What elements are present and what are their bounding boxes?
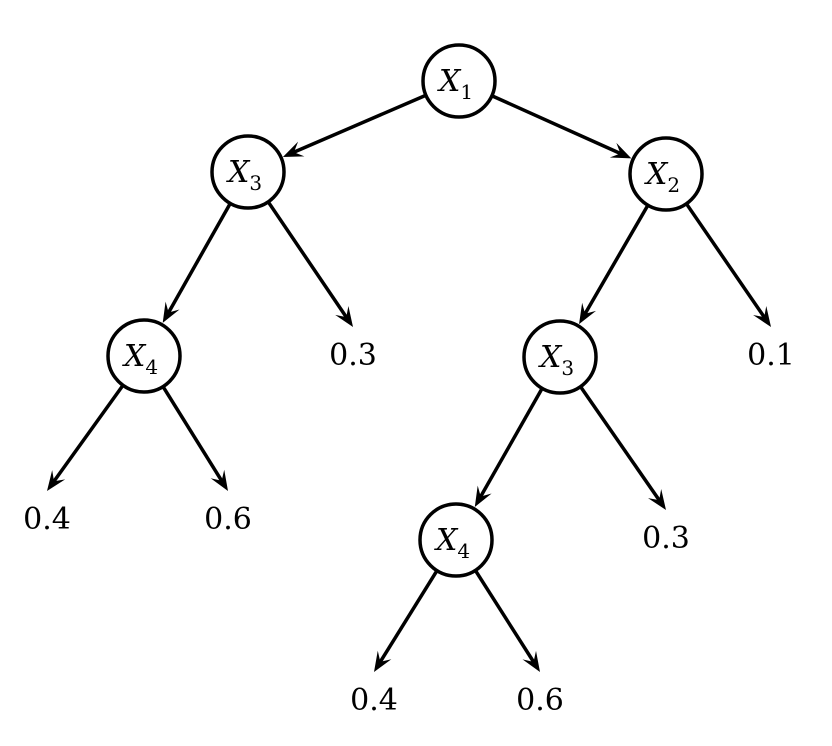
- node-variable: X: [122, 339, 147, 374]
- node-label: X4: [122, 339, 158, 379]
- node-label: X3: [538, 340, 574, 380]
- arrowhead-ll-to-lll: [47, 470, 66, 491]
- node-circle: [106, 318, 182, 394]
- node-circle: [421, 43, 497, 119]
- node-subscript: 3: [561, 356, 574, 380]
- tree-edges: [47, 93, 771, 672]
- tree-node-rll: X4: [418, 502, 494, 578]
- node-subscript: 1: [460, 80, 473, 104]
- node-label: X2: [644, 157, 680, 197]
- node-circle: [522, 319, 598, 395]
- node-circle: [418, 502, 494, 578]
- leaf-value-lr: 0.3: [329, 338, 377, 373]
- node-subscript: 3: [249, 171, 262, 195]
- node-variable: X: [437, 64, 462, 99]
- arrowhead-root-to-l: [282, 141, 305, 157]
- arrowhead-ll-to-llr: [210, 469, 228, 491]
- tree-node-root: X1: [421, 43, 497, 119]
- edge-root-to-l: [289, 93, 427, 156]
- leaf-value-rlll: 0.4: [350, 683, 398, 718]
- node-variable: X: [434, 523, 459, 558]
- edge-r-to-rl: [581, 204, 650, 319]
- arrowhead-rll-to-rlll: [374, 650, 392, 672]
- edge-ll-to-lll: [50, 384, 125, 486]
- node-label: X3: [226, 155, 262, 195]
- edge-rll-to-rllr: [473, 569, 538, 667]
- tree-node-l: X3: [210, 134, 286, 210]
- edge-ll-to-llr: [161, 385, 226, 486]
- tree-leaves: 0.4 0.6 0.3 0.1 0.3 0.4 0.6: [23, 338, 795, 718]
- node-variable: X: [644, 157, 669, 192]
- arrowhead-rl-to-rll: [474, 485, 492, 507]
- edge-r-to-rr: [684, 202, 768, 322]
- arrowhead-r-to-rl: [579, 302, 596, 325]
- tree-node-rl: X3: [522, 319, 598, 395]
- node-circle: [628, 136, 704, 212]
- node-circle: [210, 134, 286, 210]
- leaf-value-rllr: 0.6: [516, 683, 564, 718]
- edge-root-to-r: [491, 94, 625, 157]
- node-subscript: 4: [457, 539, 470, 563]
- arrowhead-l-to-ll: [162, 301, 180, 323]
- arrowhead-rll-to-rllr: [522, 650, 540, 672]
- edge-rll-to-rlll: [376, 569, 439, 667]
- tree-node-r: X2: [628, 136, 704, 212]
- node-variable: X: [538, 340, 563, 375]
- node-subscript: 2: [667, 173, 680, 197]
- leaf-value-rlr: 0.3: [642, 521, 690, 556]
- edge-l-to-ll: [165, 202, 232, 317]
- node-label: X1: [437, 64, 473, 104]
- node-variable: X: [226, 155, 251, 190]
- arrowhead-rl-to-rlr: [648, 489, 666, 510]
- arrowhead-r-to-rr: [753, 305, 771, 327]
- arrowhead-l-to-lr: [335, 305, 353, 327]
- node-subscript: 4: [145, 355, 158, 379]
- edge-rl-to-rll: [477, 387, 544, 501]
- edge-l-to-lr: [266, 200, 350, 322]
- node-label: X4: [434, 523, 470, 563]
- leaf-value-rr: 0.1: [747, 338, 795, 373]
- edge-rl-to-rlr: [579, 385, 663, 505]
- leaf-value-llr: 0.6: [204, 502, 252, 537]
- leaf-value-lll: 0.4: [23, 502, 71, 537]
- tree-node-ll: X4: [106, 318, 182, 394]
- arrowhead-root-to-r: [609, 142, 632, 159]
